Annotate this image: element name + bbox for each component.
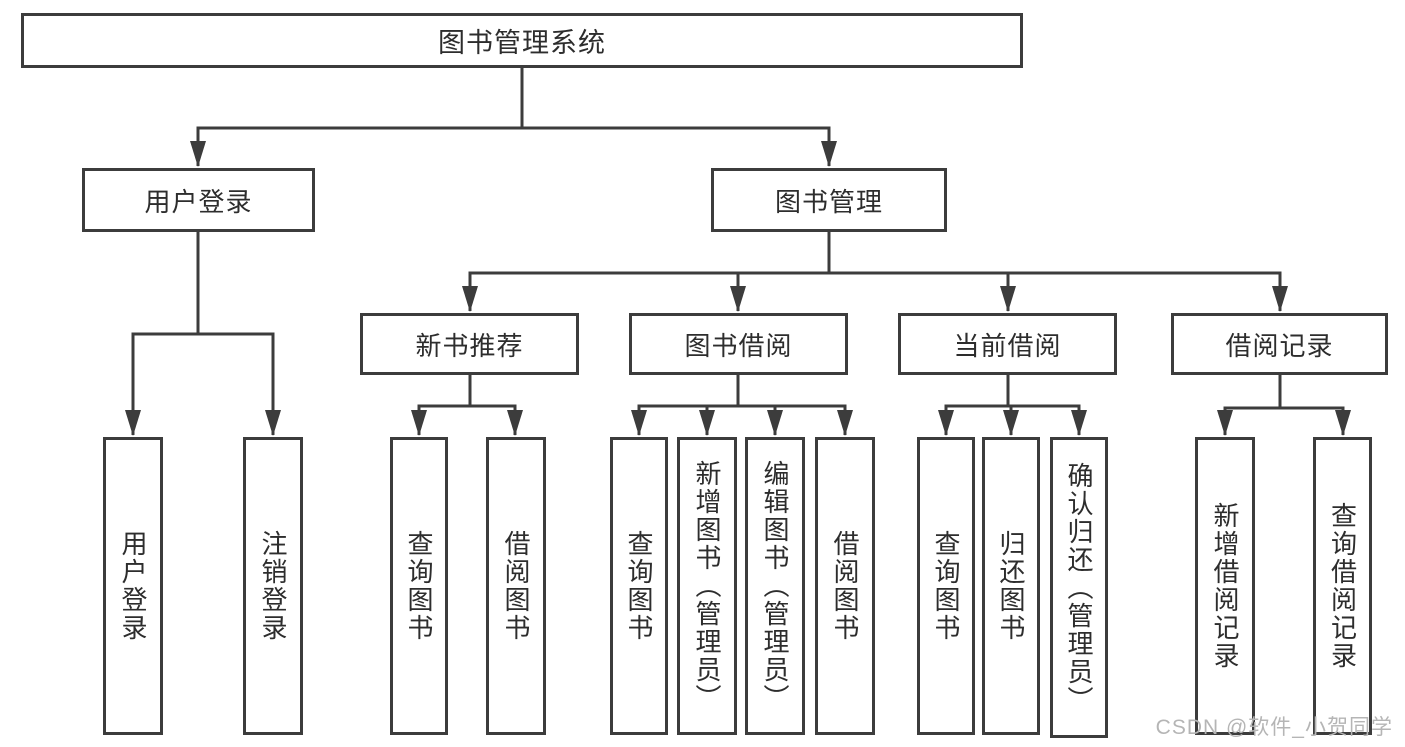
node-add-book-admin: 新增图书（管理员）	[677, 437, 737, 735]
node-label: 注销登录	[258, 530, 288, 642]
node-current-borrow: 当前借阅	[898, 313, 1117, 375]
node-book-management: 图书管理	[711, 168, 947, 232]
node-label: 查询借阅记录	[1327, 502, 1358, 670]
node-borrow-books-action: 借阅图书	[815, 437, 875, 735]
node-user-login-action: 用户登录	[103, 437, 163, 735]
node-query-books-current: 查询图书	[917, 437, 975, 735]
node-label: 借阅图书	[501, 530, 531, 642]
node-confirm-return-admin: 确认归还（管理员）	[1050, 437, 1108, 738]
node-new-book-recommend: 新书推荐	[360, 313, 579, 375]
node-query-books-recommend: 查询图书	[390, 437, 448, 735]
node-label: 查询图书	[404, 530, 434, 642]
csdn-watermark: CSDN @软件_小贺同学	[1155, 716, 1393, 739]
node-borrow-records: 借阅记录	[1171, 313, 1388, 375]
node-label: 归还图书	[996, 530, 1026, 642]
node-user-login: 用户登录	[82, 168, 315, 232]
node-logout: 注销登录	[243, 437, 303, 735]
node-label: 新增借阅记录	[1210, 502, 1240, 670]
node-label: 新增图书（管理员）	[692, 460, 722, 712]
node-query-books-borrow: 查询图书	[610, 437, 668, 735]
node-label: 编辑图书（管理员）	[760, 460, 790, 712]
node-library-system: 图书管理系统	[21, 13, 1023, 68]
node-query-borrow-record: 查询借阅记录	[1313, 437, 1372, 735]
node-add-borrow-record: 新增借阅记录	[1195, 437, 1255, 735]
node-label: 查询图书	[624, 530, 654, 642]
node-label: 借阅图书	[830, 530, 860, 642]
node-return-book: 归还图书	[982, 437, 1040, 735]
node-label: 查询图书	[931, 530, 961, 642]
node-label: 确认归还（管理员）	[1064, 461, 1094, 714]
node-edit-book-admin: 编辑图书（管理员）	[745, 437, 805, 735]
node-borrow-books-recommend: 借阅图书	[486, 437, 546, 735]
node-book-borrow: 图书借阅	[629, 313, 848, 375]
node-label: 用户登录	[118, 530, 148, 642]
